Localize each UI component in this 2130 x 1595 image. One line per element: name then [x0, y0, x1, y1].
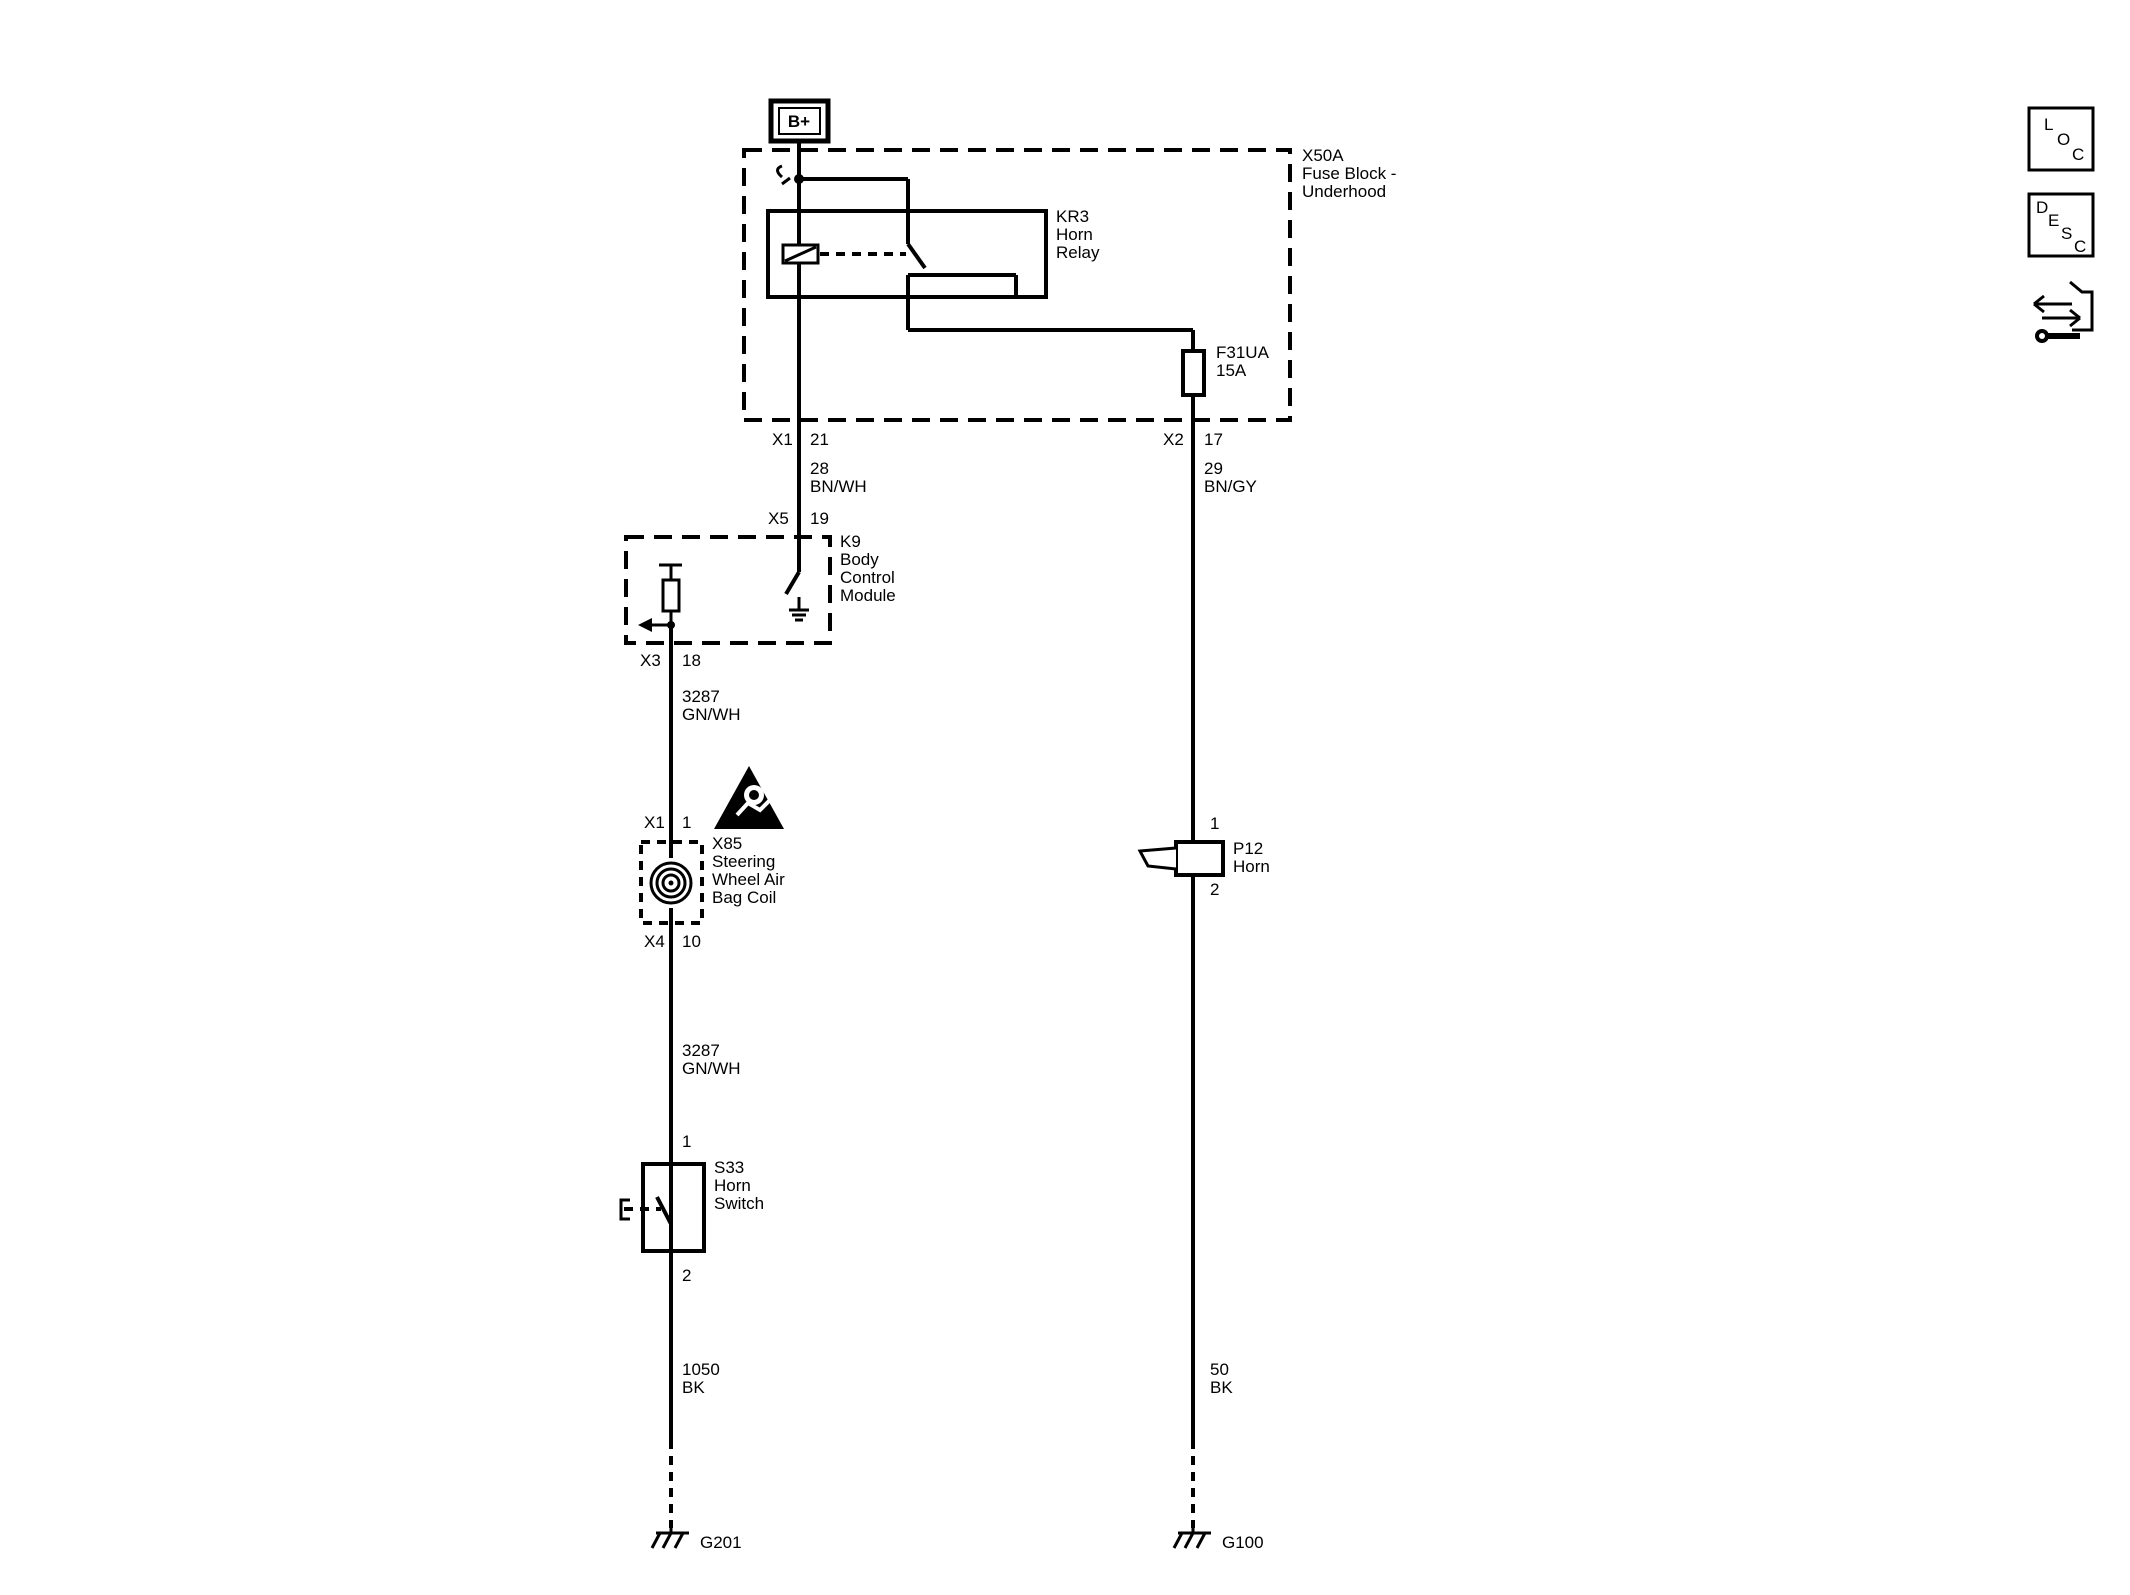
svg-text:Switch: Switch — [714, 1194, 764, 1213]
airbag-coil-enclosure — [639, 840, 704, 925]
ground-symbol-g201 — [650, 1528, 689, 1549]
svg-text:1050: 1050 — [682, 1360, 720, 1379]
svg-text:D: D — [2036, 198, 2048, 217]
bus-hook-tick — [781, 176, 791, 186]
svg-text:X85: X85 — [712, 834, 742, 853]
power-label: B+ — [788, 112, 810, 131]
bcm-low-side-switch — [784, 570, 801, 596]
svg-text:K9: K9 — [840, 532, 861, 551]
pin-17-label: 17 — [1204, 430, 1223, 449]
svg-text:KR3: KR3 — [1056, 207, 1089, 226]
body-control-module-enclosure — [624, 535, 832, 645]
bcm-input-arrow-icon — [638, 618, 652, 632]
bus-hook-symbol — [776, 164, 784, 179]
svg-text:X50A: X50A — [1302, 146, 1344, 165]
svg-text:BN/WH: BN/WH — [810, 477, 867, 496]
svg-text:S33: S33 — [714, 1158, 744, 1177]
svg-text:Horn: Horn — [1233, 857, 1270, 876]
airbag-connector-x4-label: X4 — [644, 932, 665, 951]
connector-x2-label: X2 — [1163, 430, 1184, 449]
svg-text:O: O — [2057, 130, 2070, 149]
svg-text:29: 29 — [1204, 459, 1223, 478]
svg-text:Steering: Steering — [712, 852, 775, 871]
svg-text:S: S — [2061, 224, 2072, 243]
wire-29-label: 29 BN/GY — [1204, 459, 1257, 496]
horn-switch-box — [641, 1162, 706, 1253]
airbag-warning-icon — [714, 766, 784, 829]
connector-repair-icon[interactable] — [2033, 280, 2094, 343]
airbag-pin-10-label: 10 — [682, 932, 701, 951]
connector-x1-label: X1 — [772, 430, 793, 449]
svg-text:C: C — [2074, 237, 2086, 256]
svg-text:BN/GY: BN/GY — [1204, 477, 1257, 496]
svg-text:Horn: Horn — [1056, 225, 1093, 244]
bcm-label: K9 Body Control Module — [840, 532, 896, 605]
ground-g201-label: G201 — [700, 1533, 742, 1552]
horn-label: P12 Horn — [1233, 839, 1270, 876]
ground-g100-label: G100 — [1222, 1533, 1264, 1552]
svg-text:Module: Module — [840, 586, 896, 605]
location-view-button[interactable]: L O C — [2027, 106, 2095, 172]
svg-text:P12: P12 — [1233, 839, 1263, 858]
wire-1050-label: 1050 BK — [682, 1360, 720, 1397]
pin-18-label: 18 — [682, 651, 701, 670]
horn-pin-2-label: 2 — [1210, 880, 1219, 899]
svg-text:50: 50 — [1210, 1360, 1229, 1379]
svg-text:Underhood: Underhood — [1302, 182, 1386, 201]
svg-text:E: E — [2048, 211, 2059, 230]
clockspring-coil-icon — [649, 861, 693, 905]
fuse-block-enclosure — [742, 148, 1292, 422]
svg-text:Relay: Relay — [1056, 243, 1100, 262]
horn-body — [1174, 840, 1225, 877]
wire-50-label: 50 BK — [1210, 1360, 1233, 1397]
svg-text:GN/WH: GN/WH — [682, 705, 741, 724]
pin-21-label: 21 — [810, 430, 829, 449]
wire-28-label: 28 BN/WH — [810, 459, 867, 496]
pin-19-label: 19 — [810, 509, 829, 528]
svg-text:F31UA: F31UA — [1216, 343, 1270, 362]
horn-switch-pin-2-label: 2 — [682, 1266, 691, 1285]
relay-switch-blade — [906, 242, 927, 270]
bcm-pullup-resistor — [661, 578, 681, 613]
svg-text:Fuse Block -: Fuse Block - — [1302, 164, 1396, 183]
fuse-block-label: X50A Fuse Block - Underhood — [1302, 146, 1396, 201]
wire-3287-upper-label: 3287 GN/WH — [682, 687, 741, 724]
fuse-f31ua — [1181, 349, 1206, 397]
airbag-pin-1-label: 1 — [682, 813, 691, 832]
push-button-icon — [619, 1198, 630, 1221]
svg-text:28: 28 — [810, 459, 829, 478]
svg-text:C: C — [2072, 145, 2084, 164]
horn-icon — [1137, 846, 1177, 871]
connector-x3-label: X3 — [640, 651, 661, 670]
svg-text:BK: BK — [1210, 1378, 1233, 1397]
svg-text:Bag Coil: Bag Coil — [712, 888, 776, 907]
svg-text:Horn: Horn — [714, 1176, 751, 1195]
svg-text:BK: BK — [682, 1378, 705, 1397]
svg-text:Body: Body — [840, 550, 879, 569]
horn-relay-label: KR3 Horn Relay — [1056, 207, 1100, 262]
connector-x5-label: X5 — [768, 509, 789, 528]
svg-text:GN/WH: GN/WH — [682, 1059, 741, 1078]
horn-pin-1-label: 1 — [1210, 814, 1219, 833]
svg-text:15A: 15A — [1216, 361, 1247, 380]
fuse-label: F31UA 15A — [1216, 343, 1270, 380]
battery-positive-source: B+ — [768, 98, 831, 144]
airbag-coil-label: X85 Steering Wheel Air Bag Coil — [712, 834, 785, 907]
svg-text:Control: Control — [840, 568, 895, 587]
wire-3287-lower-label: 3287 GN/WH — [682, 1041, 741, 1078]
svg-text:L: L — [2044, 115, 2053, 134]
svg-text:3287: 3287 — [682, 1041, 720, 1060]
horn-switch-label: S33 Horn Switch — [714, 1158, 764, 1213]
ground-symbol-g100 — [1172, 1528, 1211, 1549]
horn-switch-pin-1-label: 1 — [682, 1132, 691, 1151]
horn-switch-contact — [655, 1196, 673, 1225]
svg-text:3287: 3287 — [682, 687, 720, 706]
airbag-connector-x1-label: X1 — [644, 813, 665, 832]
svg-text:Wheel Air: Wheel Air — [712, 870, 785, 889]
description-view-button[interactable]: D E S C — [2027, 192, 2095, 258]
